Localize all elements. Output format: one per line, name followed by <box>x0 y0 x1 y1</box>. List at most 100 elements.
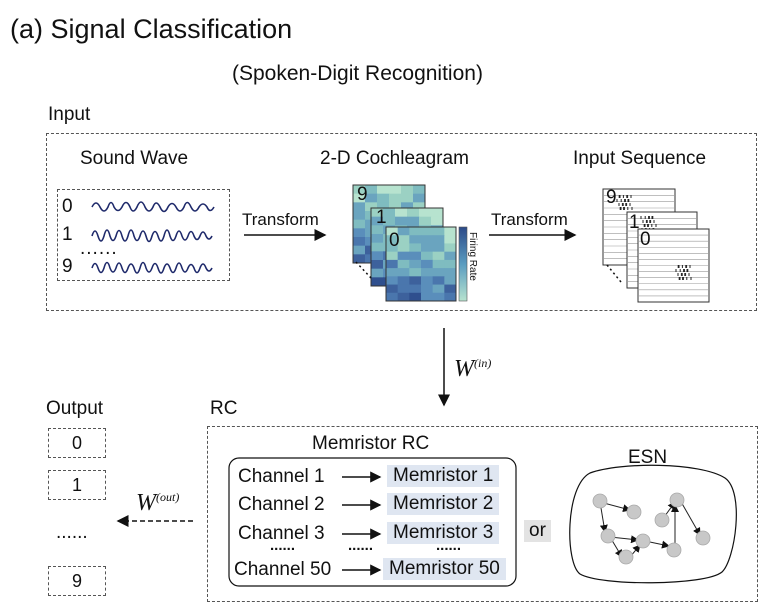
heat-cell <box>413 193 426 203</box>
wave-digit-9: 9 <box>62 256 73 277</box>
heat-cell <box>386 227 399 236</box>
memristor-2: Memristor 2 <box>387 493 500 515</box>
output-box-0: 0 <box>48 428 106 458</box>
heat-cell <box>395 208 408 218</box>
heat-cell <box>397 227 410 236</box>
heat-cell <box>401 193 414 203</box>
cochleagram-front <box>385 226 457 302</box>
heat-cell <box>353 193 366 203</box>
heat-cell <box>397 243 410 253</box>
heat-cell <box>397 259 410 269</box>
memristor-1: Memristor 1 <box>387 465 500 487</box>
sequence-digit-1: 1 <box>629 212 640 233</box>
sound-wave-0 <box>91 201 215 213</box>
esn-title: ESN <box>628 447 668 468</box>
w-in-superscript: (in) <box>474 356 492 370</box>
sequence-digit-0: 0 <box>640 229 651 250</box>
heat-cell <box>377 202 390 212</box>
transform-label-2: Transform <box>491 210 568 229</box>
heat-cell <box>444 292 457 302</box>
heat-cell <box>419 208 432 218</box>
heat-cell <box>371 225 384 235</box>
heat-cell <box>409 243 422 253</box>
sound-wave-box <box>57 189 230 281</box>
heat-cell <box>353 254 366 264</box>
sound-wave-1 <box>91 229 213 243</box>
output-ellipsis: ...... <box>56 522 88 543</box>
heat-cell <box>353 245 366 255</box>
heat-cell <box>401 185 414 195</box>
colorbar-label: Firing Rate <box>467 232 478 281</box>
heat-cell <box>413 185 426 195</box>
memristor-3: Memristor 3 <box>387 522 500 544</box>
heat-cell <box>421 292 434 302</box>
w-in-symbol: W <box>454 356 474 382</box>
heat-cell <box>421 235 434 244</box>
cochleagram-stack-dots <box>355 261 372 279</box>
heat-cell <box>386 235 399 244</box>
wave-digit-0: 0 <box>62 196 73 217</box>
heat-cell <box>371 251 384 261</box>
heat-cell <box>397 292 410 302</box>
heat-cell <box>407 216 420 226</box>
sequence-front <box>637 228 710 303</box>
heat-cell <box>371 208 384 218</box>
heat-cell <box>371 268 384 278</box>
memristor-rc-title: Memristor RC <box>312 433 430 454</box>
heat-cell <box>421 243 434 253</box>
heat-cell <box>397 251 410 261</box>
esn-node <box>626 504 642 520</box>
memristor-rc-box <box>228 457 517 587</box>
output-value-0: 0 <box>71 432 82 453</box>
esn-outline <box>569 464 737 584</box>
heat-cell <box>432 227 445 236</box>
heat-cell <box>383 208 396 218</box>
channel-3: Channel 3 <box>238 523 325 544</box>
heat-cell <box>444 268 457 277</box>
heat-cell <box>421 251 434 261</box>
heat-cell <box>419 216 432 226</box>
heat-cell <box>386 292 399 302</box>
heat-cell <box>432 276 445 286</box>
esn-node <box>666 542 682 558</box>
heat-cell <box>389 185 402 195</box>
colorbar <box>458 226 468 302</box>
w-out-superscript: (out) <box>156 490 180 504</box>
figure-subtitle: (Spoken-Digit Recognition) <box>232 62 483 85</box>
heat-cell <box>409 227 422 236</box>
heat-cell <box>431 216 444 226</box>
figure-title: Signal Classification <box>50 14 293 44</box>
heat-cell <box>371 234 384 244</box>
heat-cell <box>365 202 378 212</box>
heat-cell <box>444 243 457 253</box>
heat-cell <box>365 185 378 195</box>
heat-cell <box>432 292 445 302</box>
heat-cell <box>432 259 445 269</box>
heat-cell <box>389 193 402 203</box>
esn-node <box>695 530 711 546</box>
heat-cell <box>353 185 366 195</box>
transform-label-1: Transform <box>242 210 319 229</box>
esn-node <box>618 549 634 565</box>
wave-ellipsis: ...... <box>80 238 118 259</box>
heat-cell <box>444 284 457 294</box>
heat-cell <box>409 292 422 302</box>
heat-cell <box>386 276 399 286</box>
esn-node <box>654 512 670 528</box>
heat-cell <box>444 227 457 236</box>
output-box-1: 1 <box>48 470 106 500</box>
input-panel <box>46 133 757 311</box>
cochleagram-digit-9: 9 <box>357 184 368 205</box>
heat-cell <box>444 276 457 286</box>
heat-cell <box>397 276 410 286</box>
heat-cell <box>365 193 378 203</box>
heat-cell <box>377 193 390 203</box>
output-label: Output <box>46 398 104 419</box>
heat-cell <box>409 251 422 261</box>
heat-cell <box>383 216 396 226</box>
heat-cell <box>409 235 422 244</box>
wave-digit-1: 1 <box>62 224 73 245</box>
channel-50: Channel 50 <box>234 559 332 580</box>
heat-cell <box>386 284 399 294</box>
